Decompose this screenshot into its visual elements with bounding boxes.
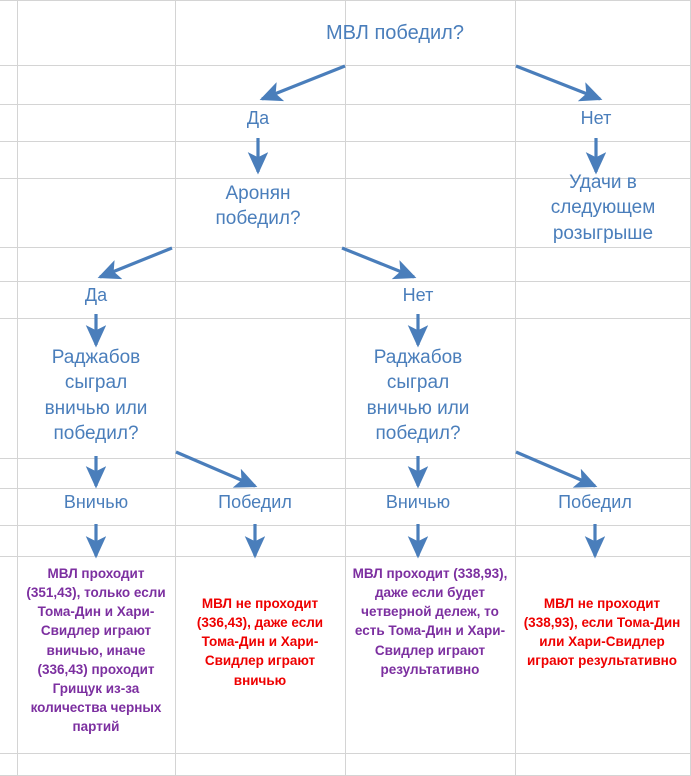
arrow-aronian-to-no xyxy=(341,246,417,280)
radjabov-question-right: Раджабов сыграл вничью или победил? xyxy=(366,347,470,445)
leaf-result-1: МВЛ проходит (351,43), только если Тома-… xyxy=(26,566,166,735)
edge-label-aronian-yes: Да xyxy=(84,285,108,305)
root-question: МВЛ победил? xyxy=(326,22,464,44)
edge-label-branch1-draw: Вничью xyxy=(63,492,129,512)
arrow-root-to-no xyxy=(515,64,603,102)
leaf-result-2: МВЛ не проходит (336,43), даже если Тома… xyxy=(196,596,324,688)
edge-label-branch2-win: Победил xyxy=(218,492,292,512)
good-luck-result: Удачи в следующем розыгрыше xyxy=(550,172,656,244)
edge-label-aronian-no: Нет xyxy=(402,285,434,305)
edge-label-root-no: Нет xyxy=(580,108,612,128)
arrow-radjabov-right-to-win xyxy=(515,450,598,488)
aronian-question: Аронян победил? xyxy=(215,183,301,230)
arrow-aronian-to-yes xyxy=(97,246,173,280)
edge-label-branch4-win: Победил xyxy=(558,492,632,512)
leaf-result-3: МВЛ проходит (338,93), даже если будет ч… xyxy=(352,566,508,677)
arrow-root-to-yes xyxy=(259,64,346,102)
arrow-radjabov-left-to-win xyxy=(175,450,258,488)
radjabov-question-left: Раджабов сыграл вничью или победил? xyxy=(44,347,148,445)
leaf-result-4: МВЛ не проходит (338,93), если Тома-Дин … xyxy=(523,596,681,669)
edge-label-branch3-draw: Вничью xyxy=(385,492,451,512)
edge-label-root-yes: Да xyxy=(246,108,270,128)
